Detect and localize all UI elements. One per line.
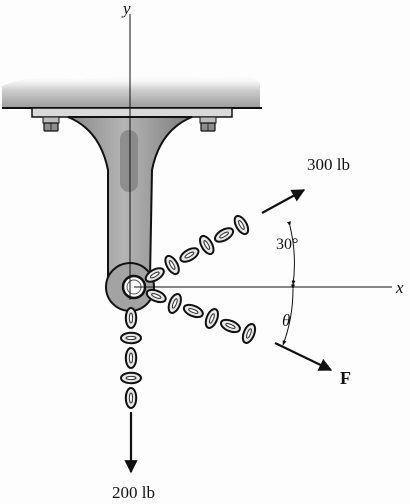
angle-label-30: 30°: [276, 236, 298, 253]
lower-chain: [144, 286, 259, 346]
bolt-left-icon: [42, 116, 60, 132]
bolt-right-icon: [199, 116, 217, 132]
y-axis-label: y: [121, 0, 131, 18]
angle-arc-theta: [282, 284, 295, 346]
angle-label-theta: θ: [282, 311, 290, 330]
mounting-plate: [31, 107, 233, 118]
upper-chain: [142, 212, 252, 286]
angle-arc-30: [287, 221, 296, 286]
force-label-200lb: 200 lb: [112, 483, 155, 502]
force-label-300lb: 300 lb: [307, 155, 350, 174]
force-arrow-F: [274, 342, 333, 371]
force-arrow-300lb: [261, 189, 306, 214]
force-label-F: F: [340, 368, 351, 388]
ceiling-slab: [2, 74, 262, 109]
vertical-chain: [120, 307, 142, 409]
x-axis-label: x: [395, 278, 404, 297]
